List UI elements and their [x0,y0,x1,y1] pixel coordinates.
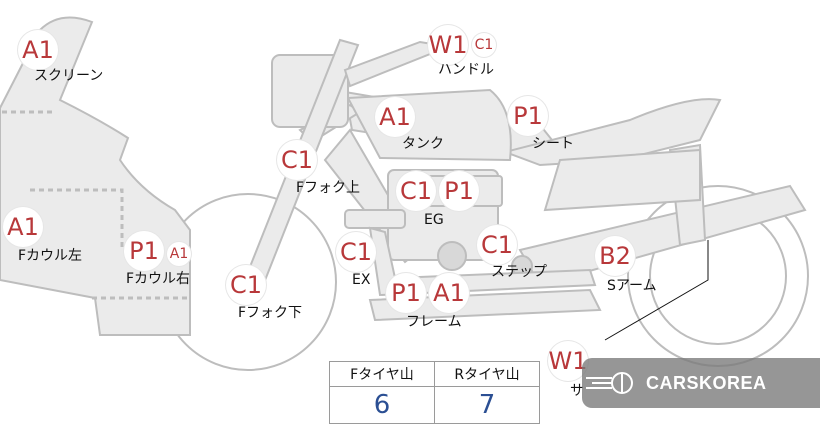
handle-code-badge-2: C1 [472,33,496,57]
cowl-left-code-badge: A1 [3,207,43,247]
engine-label: EG [424,212,444,228]
handle-code-badge-1: W1 [428,25,468,65]
muffler-label: サ [570,383,584,399]
muffler-code-badge: W1 [548,341,588,381]
handlebar-shape [343,40,434,88]
tank-code-badge: A1 [375,97,415,137]
step-label: ステップ [491,264,547,280]
carskorea-watermark: CARSKOREA [582,358,820,408]
screen-code-badge: A1 [18,30,58,70]
carskorea-logo-icon [586,372,633,394]
front-tire-header: Fタイヤ山 [329,361,435,387]
cowl-right-code-badge-1: P1 [124,231,164,271]
rear-tire-header: Rタイヤ山 [434,361,540,387]
cowl-right-code-badge-2: A1 [167,242,191,266]
frame-label: フレーム [406,314,462,330]
screen-label: スクリーン [34,68,104,84]
exhaust-shape [368,226,597,297]
cowl-left-label: Fカウル左 [18,248,83,264]
seat-shape [501,98,722,167]
swingarm-label: Sアーム [607,278,657,294]
tank-label: タンク [402,136,444,152]
fork-upper-label: Fフォク上 [296,180,361,196]
tire-tread-table: Fタイヤ山 Rタイヤ山 6 7 [329,361,540,424]
handle-label: ハンドル [438,62,494,78]
frame-code-badge-1: P1 [386,273,426,313]
cowl-right-label: Fカウル右 [126,271,191,287]
exhaust-code-badge: C1 [336,232,376,272]
step-code-badge: C1 [477,225,517,265]
fork-lower-label: Fフォク下 [238,305,303,321]
seat-label: シート [532,136,574,152]
rear-tire-value: 7 [434,386,540,424]
fork-lower-code-badge: C1 [226,265,266,305]
engine-code-badge-2: P1 [439,171,479,211]
front-tire-value: 6 [329,386,435,424]
fork-upper-code-badge: C1 [277,140,317,180]
frame-code-badge-2: A1 [429,273,469,313]
engine-code-badge-1: C1 [396,171,436,211]
watermark-text: CARSKOREA [646,372,767,393]
swingarm-code-badge: B2 [595,236,635,276]
exhaust-label: EX [352,272,371,288]
seat-code-badge: P1 [508,96,548,136]
